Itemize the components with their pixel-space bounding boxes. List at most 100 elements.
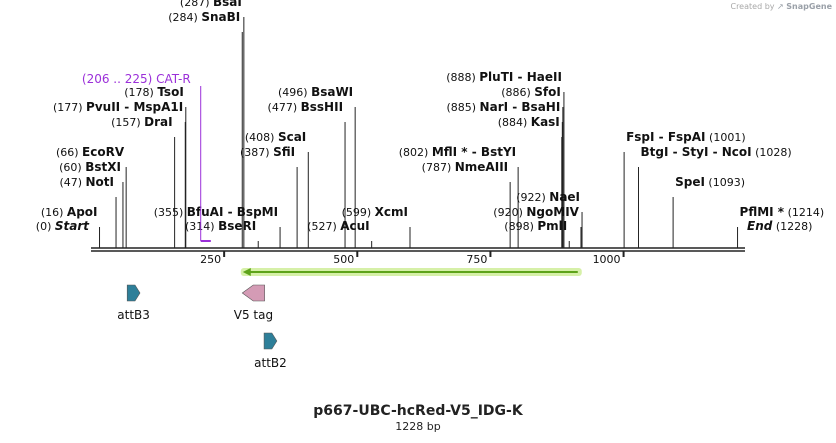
cut-site-sfoi: (886) SfoI [501,85,564,248]
cut-site-pos-bsawi: (496) [278,86,311,99]
cut-site-name-btgi: BtgI [640,145,668,159]
cut-site-name-snabi: SnaBI [201,10,240,24]
cut-site-name-kasi: KasI [531,115,560,129]
cut-site-pos-bsai: (287) [180,0,213,9]
cut-site-pos-xcmi: (599) [342,206,375,219]
cut-site-end: End (1228) [747,219,812,233]
cut-site-pos-sfii: (387) [240,146,273,159]
cut-site-pos-start: (0) [36,220,55,233]
cut-site-name-bsshii: BssHII [301,100,343,114]
cut-site-bsawi: (496) BsaWI [278,85,356,248]
cut-site-name-scai: ScaI [278,130,306,144]
cut-site-name-start: Start [55,219,90,233]
cut-site-label-bstxi: (60) BstXI [59,160,121,174]
cut-site-acui: (527) AcuI [307,219,373,248]
cut-site-fspi: FspI - FspAI (1001) [623,130,746,248]
cut-site-name-xcmi: XcmI [375,205,408,219]
tick-label-500: 500 [333,253,354,266]
cut-site-label-kasi: (884) KasI [498,115,560,129]
cut-site-scai: (408) ScaI [245,130,309,248]
cut-site-label-bsai: (287) BsaI [180,0,242,9]
cut-site-label-ngomiv: (920) NgoMIV [493,205,579,219]
cut-site-pos-nari: (885) [446,101,479,114]
cut-site-label-apoi: (16) ApoI [41,205,98,219]
cut-site-pos-naei: (922) [516,191,549,204]
cut-site-name-nmeaiii: NmeAIII [455,160,508,174]
cut-site-label-snabi: (284) SnaBI [168,10,240,24]
cut-site-nari: (885) NarI - BsaHI [446,100,563,248]
cut-site-label-fspi: FspI - FspAI (1001) [626,130,746,144]
cut-site-pos-scai: (408) [245,131,278,144]
cut-site-name-pflmi: PflMI * [740,205,785,219]
cut-site-label-bfuai: (355) BfuAI - BspMI [154,205,278,219]
orf-arrowhead [242,268,251,276]
cut-site-name-fspi: FspI [626,130,654,144]
cut-site-start: (0) Start [36,219,90,233]
cut-site-name-noti: NotI [86,175,115,189]
cut-site-nmeaiii: (787) NmeAIII [422,160,511,248]
cut-site-label-nari: (885) NarI - BsaHI [446,100,560,114]
cut-site-pvuii: (177) PvuII - MspA1I [53,100,186,248]
cut-site-pos-ngomiv: (920) [493,206,526,219]
cut-site-bstxi: (60) BstXI [59,160,124,248]
cut-site-bfuai: (355) BfuAI - BspMI [154,205,281,248]
plasmid-length: 1228 bp [395,420,441,433]
feature-arrow-attb3 [126,284,141,302]
cut-site-label-mfli: (802) MflI * - BstYI [399,145,516,159]
cut-site-name-ngomiv: NgoMIV [526,205,579,219]
cut-site-mfli: (802) MflI * - BstYI [399,145,519,248]
credit-prefix: Created by [730,2,775,11]
cut-site-pos-noti: (47) [59,176,85,189]
cut-site-pos-pmli: (898) [504,220,537,233]
cut-site-pos-bseri: (314) [185,220,218,233]
cut-site-label-nmeaiii: (787) NmeAIII [422,160,508,174]
cut-site-name-ecorv: EcoRV [82,145,125,159]
cut-site-pos-apoi: (16) [41,206,67,219]
cut-sites-layer: (16) ApoI(0) Start (47) NotI(60) BstXI(66… [36,0,824,248]
cut-site-label-drai: (157) DraI [111,115,173,129]
cut-site-snabi: (284) SnaBI [168,10,243,248]
cut-site-label-pflmi: PflMI * (1214) [740,205,825,219]
cut-site-label-bsawi: (496) BsaWI [278,85,353,99]
feature-v5-tag: V5 tag [234,284,273,322]
cut-site-name-pmli: PmlI [537,219,567,233]
cut-site-label-noti: (47) NotI [59,175,114,189]
cut-site-name-pvuii: PvuII [86,100,120,114]
cut-site-label-sfii: (387) SfiI [240,145,295,159]
cut-site-btgi: BtgI - StyI - NcoI (1028) [637,145,792,248]
cut-site-pos-btgi: (1028) [752,146,792,159]
cut-site-label-pmli: (898) PmlI [504,219,567,233]
cut-site-spei: SpeI (1093) [672,175,745,248]
cut-site-pos-pluti: (888) [446,71,479,84]
primer-label: (206 .. 225) CAT-R [82,72,191,86]
cut-site-drai: (157) DraI [111,115,176,248]
cut-site-tsoi: (178) TsoI [124,85,187,248]
cut-site-label-acui: (527) AcuI [307,219,370,233]
snapgene-credit: Created by ↗ SnapGene [730,2,832,11]
cut-site-extra-nari: - BsaHI [508,100,560,114]
cut-site-label-btgi: BtgI - StyI - NcoI (1028) [640,145,791,159]
cut-site-pos-bstxi: (60) [59,161,85,174]
cut-site-label-bseri: (314) BseRI [185,219,256,233]
cut-site-name-naei: NaeI [549,190,580,204]
cut-site-apoi: (16) ApoI [41,205,101,248]
cut-site-name-bsawi: BsaWI [311,85,353,99]
cut-site-extra-fspi: - FspAI [655,130,706,144]
cut-site-pos-end: (1228) [772,220,812,233]
cut-site-name-tsoi: TsoI [157,85,183,99]
cut-site-label-scai: (408) ScaI [245,130,306,144]
primer-layer: (206 .. 225) CAT-R [82,72,211,242]
cut-site-bsshii: (477) BssHII [268,100,346,248]
cut-site-pos-spei: (1093) [705,176,745,189]
cut-site-xcmi: (599) XcmI [342,205,411,248]
cut-site-bseri: (314) BseRI [185,219,259,248]
cut-site-label-start: (0) Start [36,219,90,233]
cut-site-name-bsai: BsaI [213,0,242,9]
feature-label-v5-tag: V5 tag [234,308,273,322]
cut-site-label-sfoi: (886) SfoI [501,85,561,99]
cut-site-label-pluti: (888) PluTI - HaeII [446,70,562,84]
cut-site-pos-ecorv: (66) [56,146,82,159]
cut-site-label-pvuii: (177) PvuII - MspA1I [53,100,183,114]
